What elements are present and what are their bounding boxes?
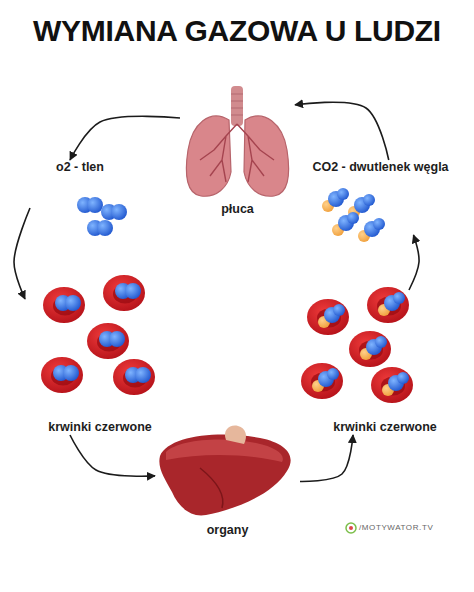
watermark: /MOTYWATOR.TV (359, 523, 433, 532)
diagram-title: WYMIANA GAZOWA U LUDZI (0, 14, 474, 48)
o2-molecule (87, 220, 113, 236)
red-blood-cell (43, 287, 85, 323)
oxygen-molecules (77, 197, 127, 236)
co2-molecule (322, 188, 349, 212)
node-label: krwinki czerwone (333, 420, 437, 435)
organ-illustration (159, 426, 290, 516)
flow-arrow (70, 116, 180, 160)
co2-molecule (332, 212, 359, 236)
o2-molecule (101, 204, 127, 220)
co2-molecule (382, 372, 409, 396)
liver-highlight (166, 440, 283, 462)
node-label: CO2 - dwutlenek węgla (312, 160, 448, 175)
red-blood-cell (301, 363, 343, 399)
node-label: krwinki czerwone (48, 420, 152, 435)
bronchi (200, 124, 274, 182)
illustration-node: krwinki czerwone (305, 290, 465, 435)
node-label: o2 - tlen (56, 160, 104, 175)
illustration-node: organy (155, 425, 300, 538)
logo-dot (349, 526, 353, 530)
o2-molecule (115, 283, 141, 299)
watermark-logo (346, 523, 356, 533)
flow-arrow (300, 435, 353, 482)
flow-arrow (14, 208, 30, 299)
trachea (231, 86, 243, 126)
red-blood-cell (41, 357, 83, 393)
red-blood-cell (367, 287, 409, 323)
red-blood-cell (113, 359, 155, 395)
trachea-rings (231, 94, 243, 115)
flow-arrow (70, 435, 155, 476)
lungs-illustration (186, 86, 288, 196)
node-label: organy (207, 523, 249, 538)
illustration-node: CO2 - dwutlenek węgla (298, 160, 463, 235)
red-blood-cell (371, 367, 413, 403)
o2-molecule (99, 331, 125, 347)
illustration-node: płuca (180, 85, 295, 217)
red-cells-oxygen (41, 275, 155, 395)
flow-arrow (409, 235, 419, 290)
logo-ring (346, 523, 356, 533)
co2-molecule (360, 336, 387, 360)
flow-arrow (295, 102, 389, 160)
co2-molecule (312, 368, 339, 392)
co2-molecule (358, 218, 385, 242)
o2-molecule (77, 197, 103, 213)
co2-molecule (378, 292, 405, 316)
red-blood-cell (103, 275, 145, 311)
red-blood-cell (87, 323, 129, 359)
liver (159, 435, 290, 516)
liver-fissure (200, 468, 223, 508)
red-blood-cell (349, 331, 391, 367)
o2-molecule (125, 367, 151, 383)
illustration-node: krwinki czerwone (25, 265, 175, 435)
co2-molecule (318, 304, 345, 328)
co2-molecules (322, 188, 385, 242)
illustration-node: o2 - tlen (30, 160, 130, 240)
left-lung (186, 116, 231, 196)
o2-molecule (53, 365, 79, 381)
gallbladder (225, 426, 246, 444)
node-label: płuca (221, 202, 254, 217)
o2-molecule (55, 295, 81, 311)
red-cells-co2 (301, 287, 413, 403)
red-blood-cell (307, 299, 349, 335)
